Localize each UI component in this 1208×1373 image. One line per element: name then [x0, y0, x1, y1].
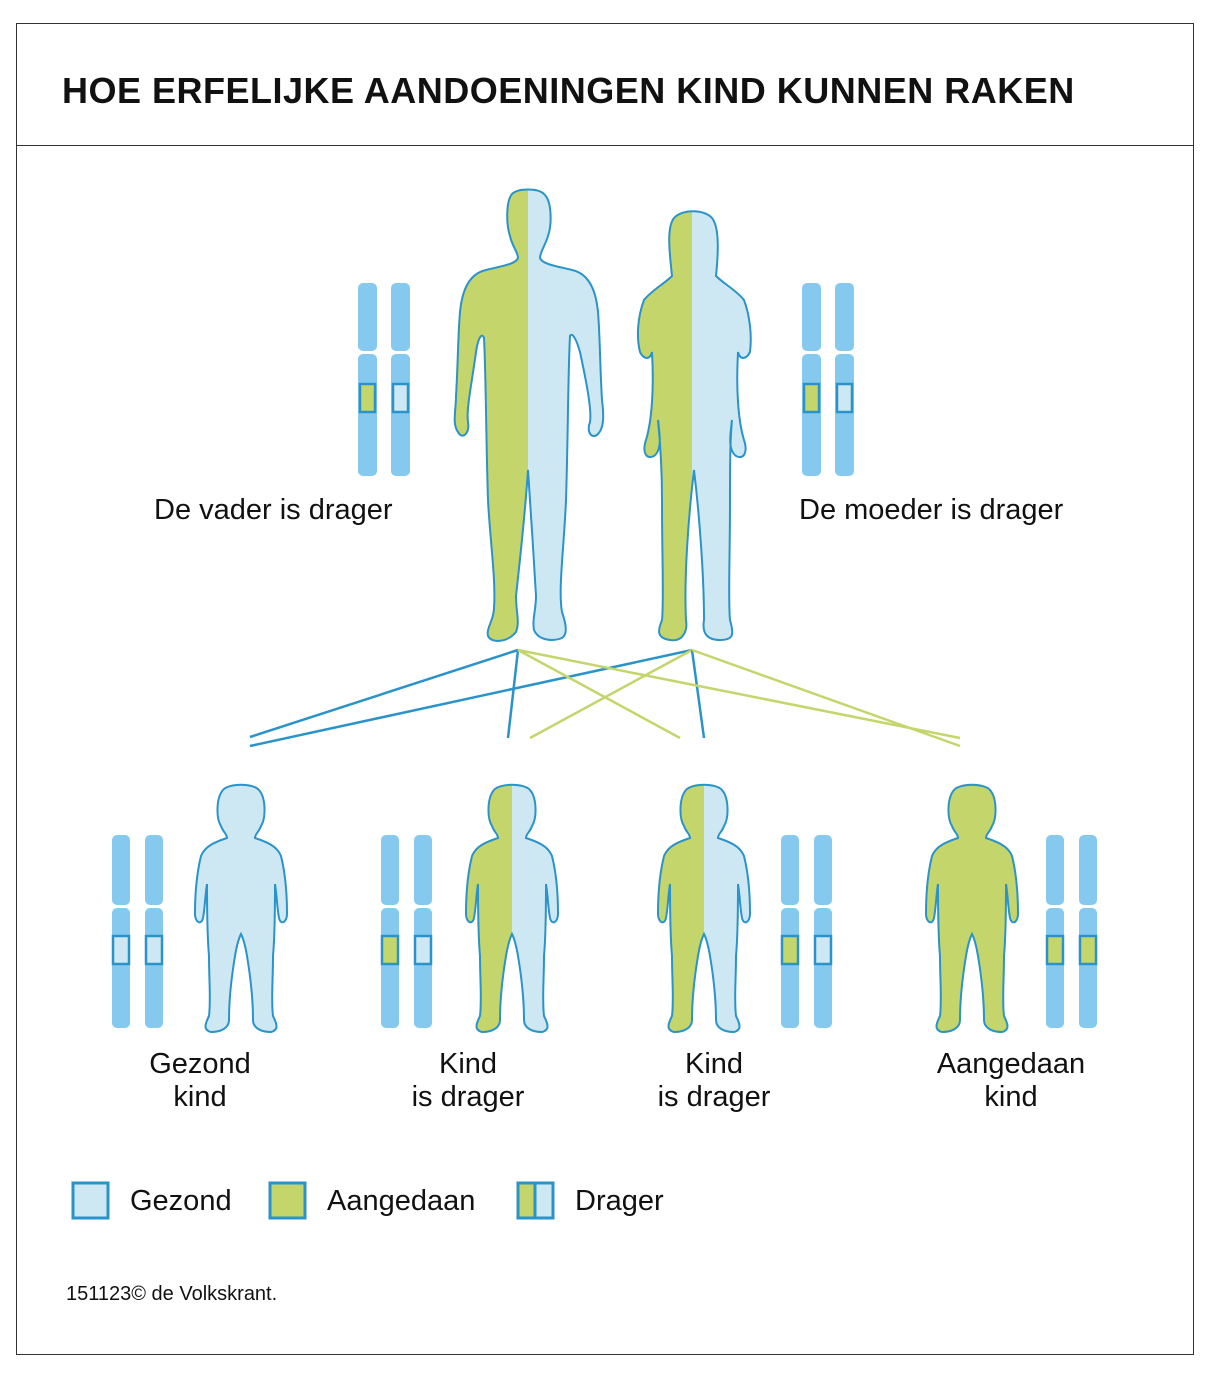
child-3-label: Kind is drager	[657, 1048, 771, 1113]
line-mother-child1	[249, 648, 693, 748]
legend-swatch-drager	[516, 1181, 555, 1220]
mother-label: De moeder is drager	[799, 494, 1064, 526]
line-father-child1	[249, 648, 519, 739]
father-figure	[453, 188, 605, 642]
legend-swatch-aangedaan	[268, 1181, 307, 1220]
mother-gene-2	[835, 382, 854, 414]
child-2-figure	[465, 783, 559, 1033]
line-mother-child4	[691, 648, 961, 748]
child-3-chromosomes	[780, 835, 833, 1028]
line-mother-child2	[529, 648, 693, 740]
child-4-label: Aangedaan kind	[936, 1048, 1086, 1113]
child-1-label: Gezond kind	[149, 1048, 251, 1113]
page-title: HOE ERFELIJKE AANDOENINGEN KIND KUNNEN R…	[62, 70, 1075, 111]
child-1-chromosomes	[111, 835, 164, 1028]
father-label: De vader is drager	[154, 494, 393, 526]
line-father-child2	[506, 649, 520, 739]
child-1-figure	[194, 783, 288, 1033]
header-divider	[16, 145, 1194, 146]
line-father-child3	[517, 648, 681, 740]
father-chromosomes	[358, 283, 410, 476]
line-father-child4	[517, 648, 961, 740]
infographic-frame	[16, 23, 1194, 1355]
legend-swatch-gezond	[71, 1181, 110, 1220]
child-4-figure	[925, 783, 1019, 1033]
father-gene-1	[358, 382, 377, 414]
legend-label-gezond: Gezond	[130, 1185, 232, 1217]
line-mother-child3	[690, 649, 706, 739]
legend-label-aangedaan: Aangedaan	[327, 1185, 476, 1217]
legend-label-drager: Drager	[575, 1185, 664, 1217]
legend-swatches	[71, 1181, 555, 1220]
mother-chromosomes	[802, 283, 854, 476]
inheritance-lines	[249, 648, 961, 748]
child-2-chromosomes	[380, 835, 433, 1028]
mother-gene-1	[802, 382, 821, 414]
child-4-chromosomes	[1045, 835, 1098, 1028]
father-gene-2	[391, 382, 410, 414]
mother-figure	[636, 210, 752, 642]
child-3-figure	[657, 783, 751, 1033]
credit-line: 151123© de Volkskrant.	[66, 1283, 278, 1305]
child-2-label: Kind is drager	[411, 1048, 525, 1113]
